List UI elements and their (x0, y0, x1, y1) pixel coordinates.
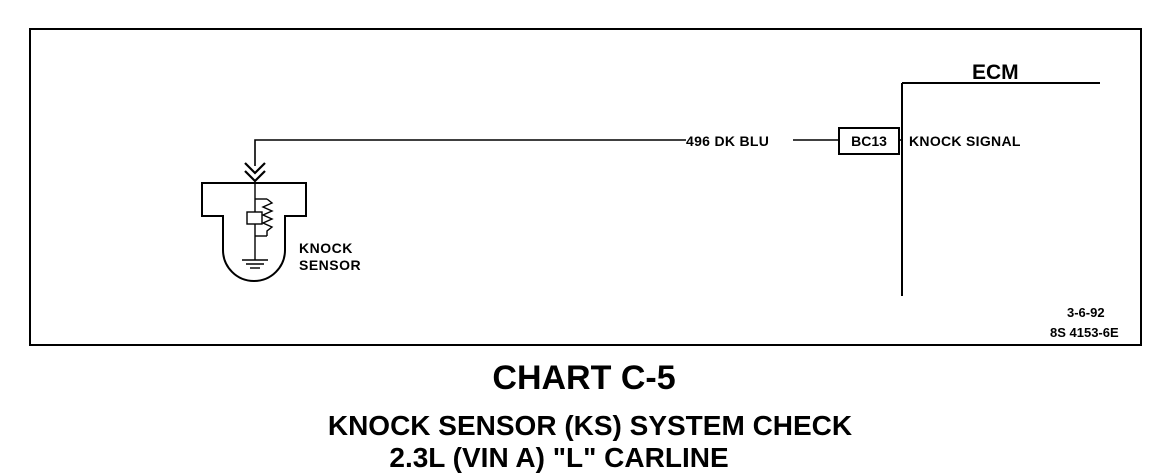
ecm-box (901, 82, 1100, 296)
date-label: 3-6-92 (1067, 305, 1105, 320)
ecm-label: ECM (972, 61, 1019, 84)
sensor-label-line2: SENSOR (299, 257, 362, 273)
chart-subtitle: KNOCK SENSOR (KS) SYSTEM CHECK (327, 410, 853, 441)
signal-label: KNOCK SIGNAL (909, 133, 1021, 149)
signal-wire (254, 139, 686, 166)
sensor-label: KNOCK SENSOR (299, 240, 361, 274)
reference-label: 8S 4153-6E (1050, 325, 1119, 340)
sensor-internal-icon (242, 181, 274, 269)
chart-subtitle-2: 2.3L (VIN A) "L" CARLINE (389, 442, 729, 473)
knock-sensor-body (201, 182, 307, 282)
sensor-label-line1: KNOCK (299, 240, 353, 256)
diagram-frame (29, 28, 1142, 346)
wire-label: 496 DK BLU (686, 133, 770, 149)
connector-label: BC13 (838, 127, 900, 155)
chart-title: CHART C-5 (492, 359, 676, 397)
